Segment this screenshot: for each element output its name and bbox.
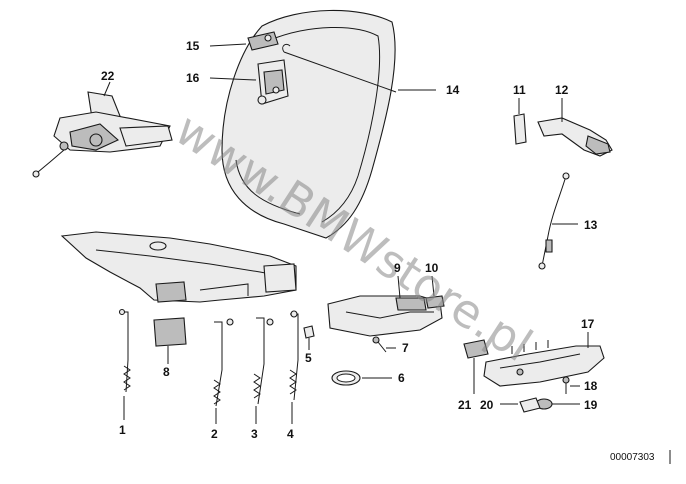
callout-14[interactable]: 14 [446,83,460,97]
part-15-clip[interactable] [247,31,279,51]
part-20-cap[interactable] [519,397,541,413]
callout-13[interactable]: 13 [584,218,598,232]
part-8-pad[interactable] [153,317,187,347]
part-11-pad[interactable] [513,113,527,145]
part-16-latch[interactable] [257,59,289,105]
leader-15 [209,43,247,47]
part-6-ring[interactable] [331,370,361,386]
callout-4[interactable]: 4 [287,427,294,441]
part-12-handle[interactable] [537,117,613,157]
callout-8[interactable]: 8 [163,365,170,379]
part-7-screw[interactable] [372,336,387,353]
part-10-cap[interactable] [425,295,445,309]
part-18-screw[interactable] [562,376,570,394]
part-5-clip[interactable] [303,325,315,339]
callout-1[interactable]: 1 [119,423,126,437]
part-3-spring[interactable] [253,317,274,405]
callout-3[interactable]: 3 [251,427,258,441]
callout-6[interactable]: 6 [398,371,405,385]
callout-22[interactable]: 22 [101,69,115,83]
callout-5[interactable]: 5 [305,351,312,365]
callout-15[interactable]: 15 [186,39,200,53]
callout-21[interactable]: 21 [458,398,472,412]
diagram-code: 00007303 [610,452,655,463]
callout-19[interactable]: 19 [584,398,598,412]
part-21-bracket[interactable] [463,339,489,394]
callout-16[interactable]: 16 [186,71,200,85]
part-14-rod[interactable] [282,43,397,93]
seat-base-pan[interactable] [60,231,297,303]
callout-12[interactable]: 12 [555,83,569,97]
callout-9[interactable]: 9 [394,261,401,275]
leader-10 [431,275,435,297]
callout-2[interactable]: 2 [211,427,218,441]
callout-7[interactable]: 7 [402,341,409,355]
leader-16 [209,77,257,81]
leader-9 [397,275,401,299]
callout-20[interactable]: 20 [480,398,494,412]
callout-17[interactable]: 17 [581,317,595,331]
part-2-spring[interactable] [213,318,234,407]
part-17-adjuster-panel[interactable] [483,340,605,387]
callout-10[interactable]: 10 [425,261,439,275]
part-22-recliner-lever[interactable] [32,91,173,178]
part-9-side-trim[interactable] [327,295,443,337]
part-13-cable[interactable] [538,172,570,270]
part-1-spring[interactable] [118,308,131,393]
part-4-spring[interactable] [289,310,299,401]
callout-18[interactable]: 18 [584,379,598,393]
callout-11[interactable]: 11 [513,83,526,97]
leader-22 [103,81,111,97]
